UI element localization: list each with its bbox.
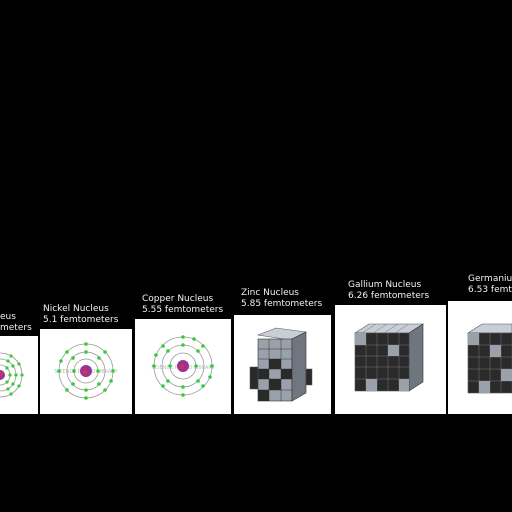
bohr-atom-model-icon	[0, 352, 24, 398]
bohr-atom-model-icon: SCIENCE PHOTO LIBRARY	[151, 335, 216, 397]
nucleus-name-label: Germanium	[468, 274, 512, 284]
nucleus-size-label: 5.55 femtometers	[142, 305, 224, 315]
nucleus-name-label: Gallium Nucleus	[348, 280, 422, 290]
cube-nucleus-model-icon	[249, 327, 313, 402]
nucleus-size-label: 5.85 femtometers	[241, 299, 323, 309]
cube-nucleus-model-icon	[353, 323, 425, 392]
nucleus-image-panel	[234, 315, 331, 414]
nucleus-name-label: Zinc Nucleus	[241, 288, 299, 298]
nucleus-image-panel	[335, 305, 446, 414]
nucleus-name-label: Copper Nucleus	[142, 294, 214, 304]
nucleus-name-label: eus	[0, 312, 16, 322]
nucleus-size-label: 6.53 femto	[468, 285, 512, 295]
nucleus-image-panel	[0, 336, 38, 414]
nucleus-image-panel: SCIENCE PHOTO LIBRARY	[135, 319, 231, 414]
bohr-atom-model-icon: SCIENCE PHOTO LIBRARY	[54, 342, 119, 400]
nucleus-size-label: 6.26 femtometers	[348, 291, 430, 301]
nucleus-name-label: Nickel Nucleus	[43, 304, 109, 314]
nucleus-size-label: meters	[0, 323, 32, 333]
nucleus-image-panel	[448, 301, 512, 414]
nucleus-size-label: 5.1 femtometers	[43, 315, 119, 325]
cube-nucleus-model-icon	[466, 323, 512, 394]
nucleus-image-panel: SCIENCE PHOTO LIBRARY	[40, 329, 132, 414]
